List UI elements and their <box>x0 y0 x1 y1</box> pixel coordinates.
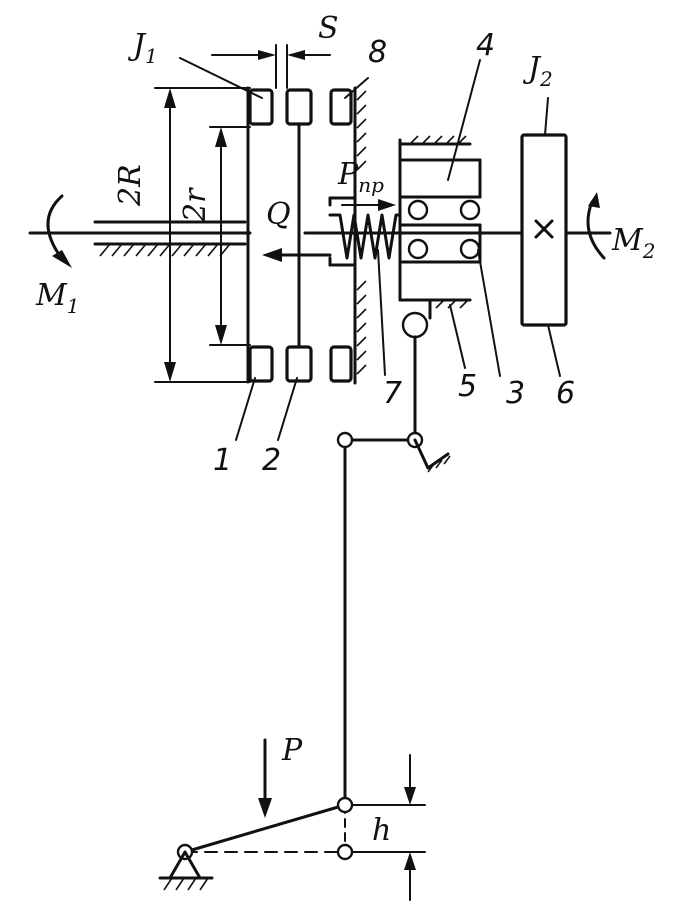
part-number-1: 1 <box>213 443 232 478</box>
part-number-3: 3 <box>506 376 525 411</box>
torque-1-arrow <box>46 194 72 268</box>
label-spring-force: Pпр <box>337 157 384 197</box>
part-number-7: 7 <box>383 376 402 411</box>
part-number-4: 4 <box>476 28 495 63</box>
label-pedal-travel: h <box>372 813 391 848</box>
release-linkage <box>336 335 451 807</box>
dimension-2R <box>154 87 251 383</box>
lever-roller <box>401 311 429 339</box>
dimension-2r <box>209 126 251 346</box>
disk-1 <box>246 86 274 384</box>
label-axial-force: Q <box>266 197 291 232</box>
label-torque-2: M2 <box>611 223 655 263</box>
travel-dimension <box>351 754 426 901</box>
label-inner-diameter: 2r <box>178 187 213 223</box>
pedal <box>158 796 354 891</box>
axial-force-arrow <box>262 248 332 262</box>
housing-wall-hatch <box>356 90 367 375</box>
pedal-force-arrow <box>258 738 272 818</box>
label-outer-diameter: 2R <box>113 164 148 207</box>
part-number-2: 2 <box>262 443 281 478</box>
label-pedal-force: P <box>281 733 303 768</box>
flywheel-6 <box>520 133 568 327</box>
part-number-8: 8 <box>368 35 387 70</box>
spring-7 <box>328 213 402 260</box>
gap-dimension <box>211 44 331 89</box>
leader-lines <box>179 57 561 441</box>
label-inertia-1: J1 <box>127 28 158 68</box>
support-5 <box>398 298 472 320</box>
bearing-unit-4 <box>398 135 482 302</box>
part-number-5: 5 <box>458 369 477 404</box>
label-torque-1: M1 <box>35 278 79 318</box>
torque-2-arrow <box>586 192 606 260</box>
part-number-6: 6 <box>556 376 575 411</box>
label-inertia-2: J2 <box>522 51 553 91</box>
disk-2 <box>285 88 313 383</box>
label-gap: S <box>318 11 339 46</box>
pressure-disk-8 <box>328 86 357 385</box>
spring-force-arrow <box>341 199 396 211</box>
